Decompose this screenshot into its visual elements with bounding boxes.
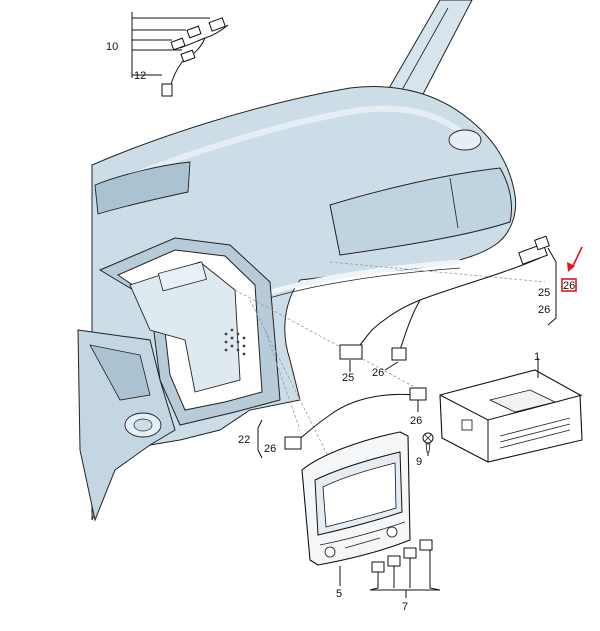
- callout-9: 9: [416, 456, 422, 468]
- a-pillar: [387, 0, 473, 101]
- cable-22: [284, 387, 427, 450]
- callout-26-lower: 26: [372, 367, 384, 379]
- highlight-marker: [561, 246, 583, 292]
- left-vent: [94, 161, 191, 215]
- mounting-bracket: [129, 261, 241, 393]
- harness-10: [161, 17, 229, 97]
- head-unit-5: [301, 431, 411, 566]
- screw-9: [422, 432, 434, 453]
- callout-26-right: 26: [538, 304, 550, 316]
- callout-26-marked: 26: [563, 280, 575, 292]
- callout-22: 22: [238, 434, 250, 446]
- callout-5: 5: [336, 588, 342, 600]
- callout-25-lower: 25: [342, 372, 354, 384]
- callout-26-mid: 26: [410, 415, 422, 427]
- grille-dots: [224, 328, 246, 356]
- callout-25-right: 25: [538, 287, 550, 299]
- glovebox: [329, 167, 513, 256]
- cable-25: [339, 235, 550, 361]
- callout-7: 7: [402, 601, 408, 613]
- callout-10: 10: [106, 41, 118, 53]
- callout-26-left: 26: [264, 443, 276, 455]
- callout-1: 1: [534, 351, 540, 363]
- callout-12: 12: [134, 70, 146, 82]
- radio-unit-1: [439, 369, 583, 463]
- dash-speaker: [448, 129, 482, 151]
